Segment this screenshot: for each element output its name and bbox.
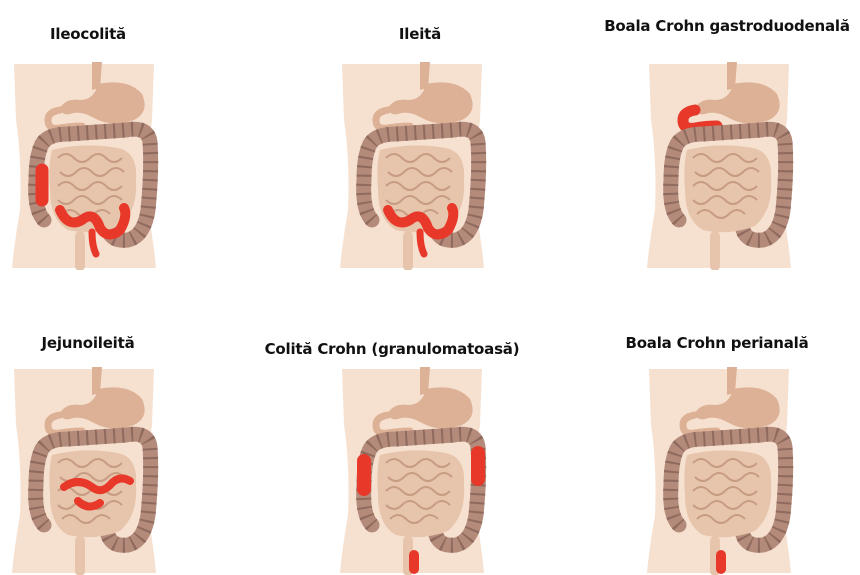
panel-title: Jejunoileită [41,334,134,352]
digestive-tract-figure [8,365,160,575]
torso-illustration [336,365,488,575]
torso-illustration [8,365,160,575]
panel-title: Boala Crohn gastroduodenală [604,17,850,35]
small-intestine [684,145,771,232]
torso-illustration [336,60,488,270]
torso-illustration [8,60,160,270]
small-intestine [684,450,771,537]
torso-illustration [643,365,795,575]
small-intestine [377,450,464,537]
panel-title: Boala Crohn perianală [625,334,808,352]
torso-illustration [643,60,795,270]
digestive-tract-figure [336,365,488,575]
digestive-tract-figure [8,60,160,270]
small-intestine [49,450,136,537]
digestive-tract-figure [643,365,795,575]
panel-title: Colită Crohn (granulomatoasă) [265,340,520,358]
panel-title: Ileită [399,25,441,43]
panel-title: Ileocolită [50,25,126,43]
digestive-tract-figure [643,60,795,270]
digestive-tract-figure [336,60,488,270]
